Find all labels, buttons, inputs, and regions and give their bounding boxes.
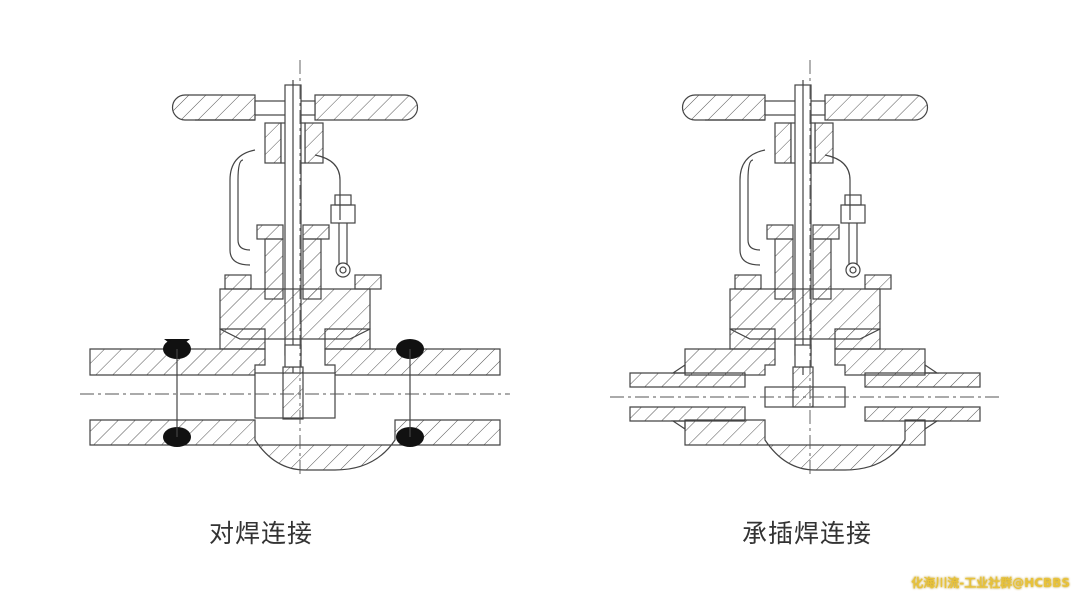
- butt-weld-caption: 对焊连接: [209, 519, 314, 548]
- butt-weld-valve: [80, 60, 510, 475]
- watermark: 化海川流-工业社群@HCBBS: [911, 576, 1070, 590]
- socket-weld-valve: [610, 60, 1000, 475]
- socket-weld-caption: 承插焊连接: [742, 519, 873, 548]
